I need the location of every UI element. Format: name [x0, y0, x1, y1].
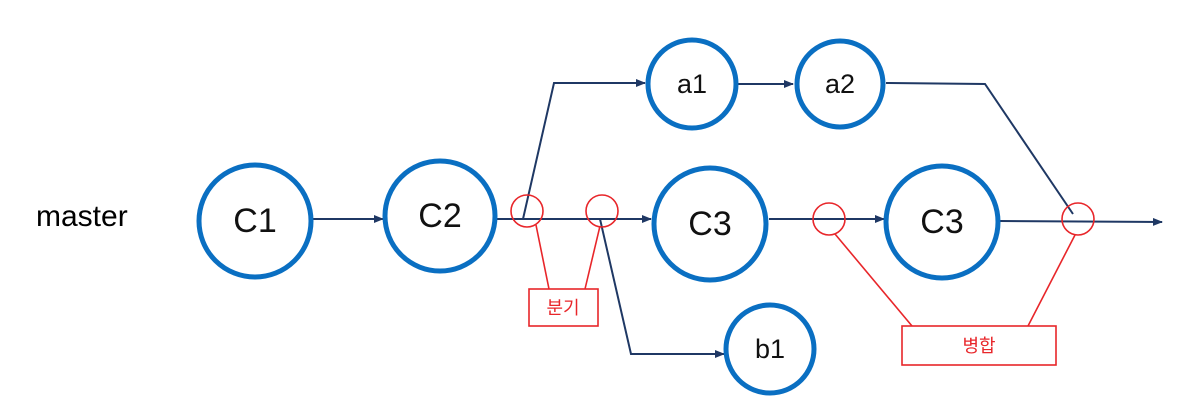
edge-branch-to-b1 [599, 218, 725, 358]
master-branch-label: master [36, 200, 128, 233]
branch-callout: 분기 [528, 288, 599, 327]
node-c1: C1 [196, 162, 314, 280]
node-c1-label: C1 [233, 202, 276, 240]
node-c2-label: C2 [418, 197, 461, 235]
node-c3-second-label: C3 [920, 203, 963, 241]
node-c3-first-label: C3 [688, 205, 731, 243]
node-a1-label: a1 [677, 69, 707, 99]
merge-point-marker-a [812, 202, 846, 236]
edge-main-out [999, 217, 1163, 226]
merge-point-marker-b [1061, 202, 1095, 236]
node-c3-first: C3 [651, 165, 769, 283]
edge-branch-to-a1 [522, 79, 646, 220]
node-b1: b1 [723, 302, 817, 396]
node-b1-label: b1 [755, 334, 785, 364]
branch-point-marker-b [585, 194, 619, 228]
merge-callout-line-a [834, 233, 913, 327]
node-a1: a1 [645, 37, 739, 131]
edge-a2-merge [885, 82, 1074, 215]
node-a2-label: a2 [825, 69, 855, 99]
node-c3-second: C3 [883, 163, 1001, 281]
branch-callout-line-b [584, 225, 601, 290]
branch-callout-text: 분기 [546, 298, 579, 318]
node-c2: C2 [382, 158, 498, 274]
node-a2: a2 [794, 38, 886, 130]
merge-callout-text: 병합 [962, 336, 995, 356]
merge-callout: 병합 [901, 325, 1057, 366]
branch-callout-line-a [535, 224, 550, 290]
branch-point-marker-a [510, 194, 544, 228]
merge-callout-line-b [1027, 234, 1076, 327]
